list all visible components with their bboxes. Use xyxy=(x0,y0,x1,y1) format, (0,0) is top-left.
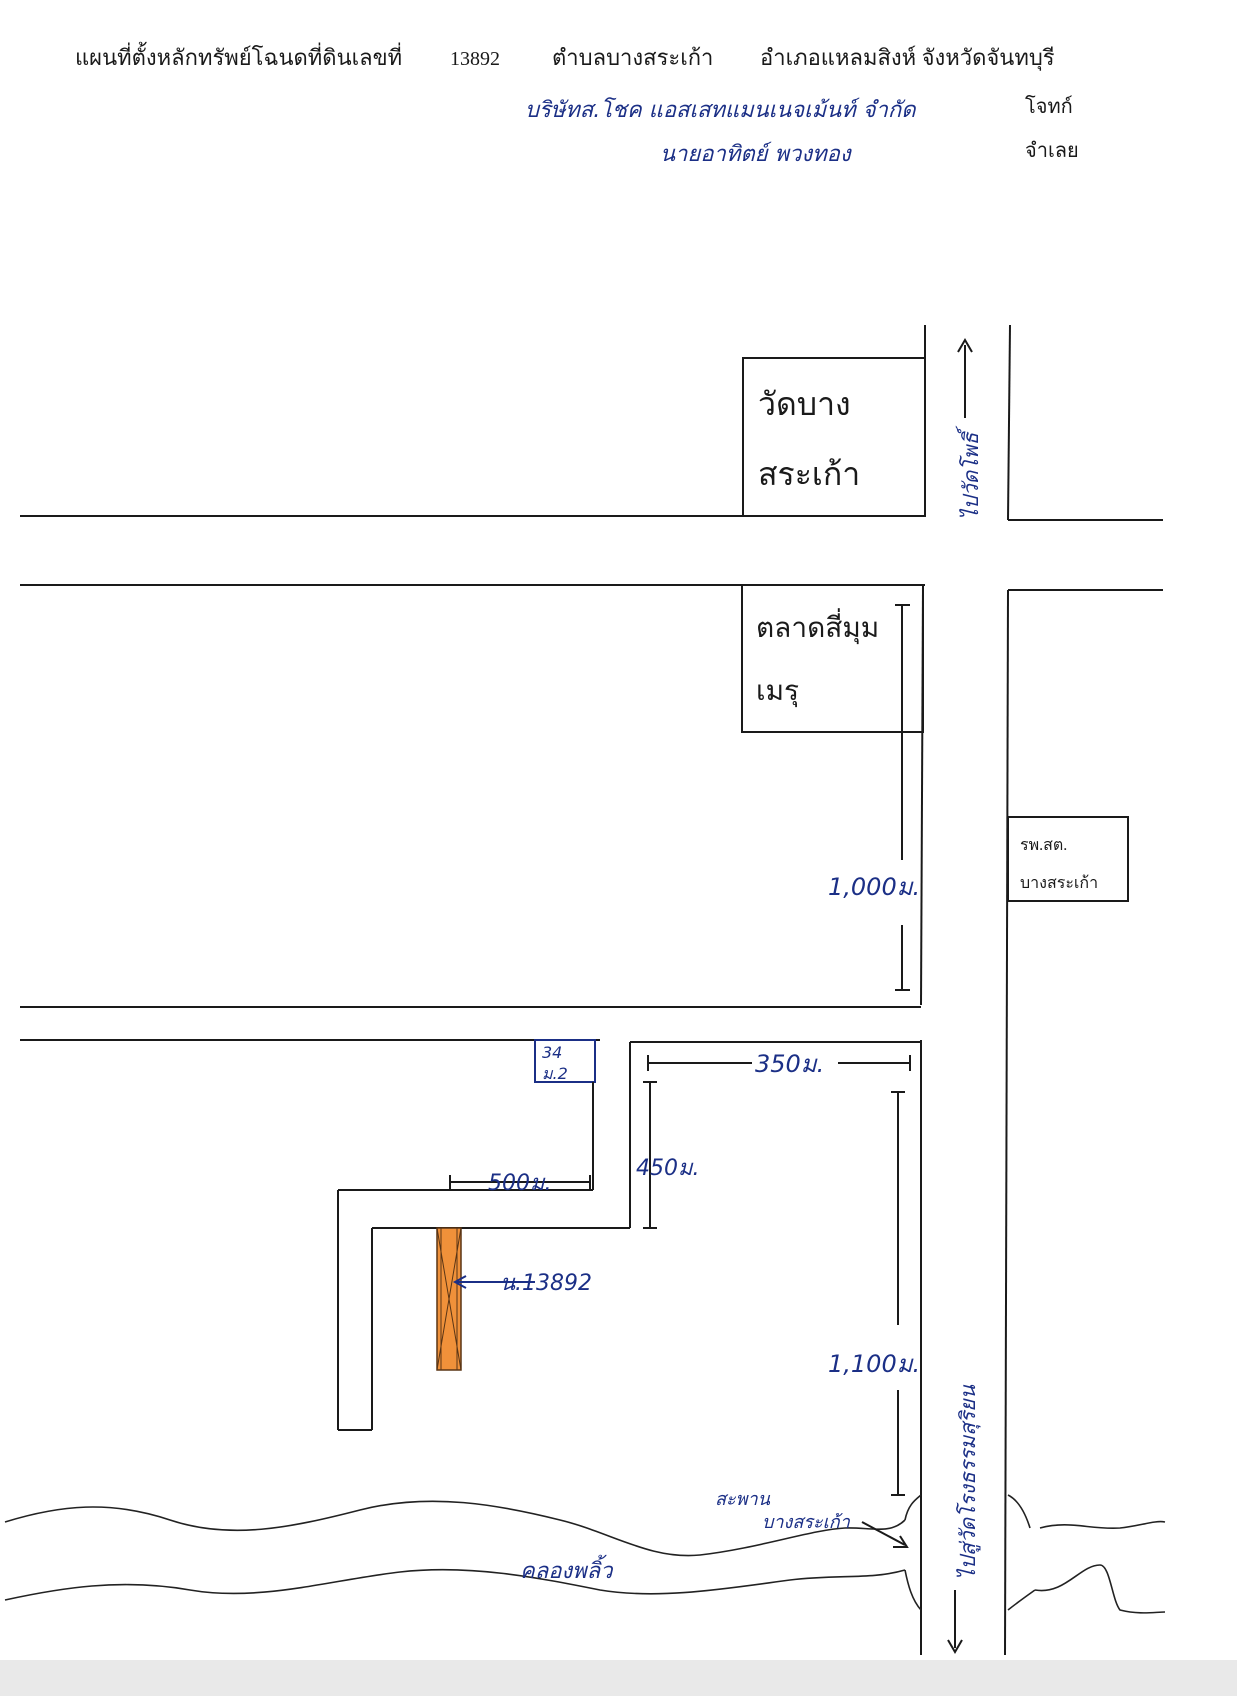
vertical-road-east-edge-north xyxy=(1007,324,1011,521)
lot-marker-box xyxy=(534,1039,596,1083)
road-south-arrow-head xyxy=(947,1639,963,1654)
canal-north-bank xyxy=(4,1500,906,1557)
lot-marker-line2: ม.2 xyxy=(542,1064,568,1083)
hospital-label-line1: รพ.สต. xyxy=(1020,837,1067,854)
bridge-pointer-line xyxy=(861,1521,906,1546)
temple-label-line1: วัดบาง xyxy=(758,385,851,423)
market-box xyxy=(741,584,924,733)
header-deed-number: 13892 xyxy=(450,48,500,70)
plaintiff-name: บริษัทส.โชค แอสเสทแมนเนจเม้นท์ จำกัด xyxy=(525,97,917,123)
lot-marker-line1: 34 xyxy=(542,1043,562,1062)
bridge-se-curve xyxy=(1007,1589,1036,1611)
dim-500-label: 500ม. xyxy=(488,1171,552,1196)
header-subdistrict: ตำบลบางสระเก้า xyxy=(552,45,713,70)
parcel-pointer-head xyxy=(452,1275,467,1289)
header-title: แผนที่ตั้งหลักทรัพย์โฉนดที่ดินเลขที่ xyxy=(75,42,402,70)
bridge-ne-curve xyxy=(1007,1494,1031,1529)
temple-label-line2: สระเก้า xyxy=(758,455,860,493)
canal-label: คลองพลิ้ว xyxy=(520,1554,614,1584)
temple-box xyxy=(742,357,926,517)
header-district-province: อำเภอแหลมสิงห์ จังหวัดจันทบุรี xyxy=(760,45,1055,71)
dim-1100-label: 1,100ม. xyxy=(828,1350,920,1378)
canal-east-south-bank xyxy=(1034,1564,1166,1614)
dim-450-label: 450ม. xyxy=(636,1156,700,1181)
road-south-label: ไปสู่วัดโรงธรรมสุริยน xyxy=(956,1384,981,1580)
market-label-line1: ตลาดสี่มุม xyxy=(756,608,879,645)
parcel-label: น.13892 xyxy=(500,1271,592,1296)
road-north-arrow-head xyxy=(957,338,973,353)
bridge-sw-curve xyxy=(904,1569,922,1611)
plaintiff-role: โจทก์ xyxy=(1025,95,1073,118)
bridge-nw-curve xyxy=(904,1494,922,1521)
defendant-name: นายอาทิตย์ พวงทอง xyxy=(660,141,853,167)
hospital-label-line2: บางสระเก้า xyxy=(1020,874,1098,892)
bridge-label-line1: สะพาน xyxy=(715,1489,771,1510)
vertical-road-east-edge xyxy=(1004,589,1009,1656)
hospital-box xyxy=(1007,816,1129,902)
market-label-line2: เมรุ xyxy=(756,674,799,708)
dim-1000-label: 1,000ม. xyxy=(828,873,920,901)
land-parcel-hatch xyxy=(436,1227,462,1371)
road-north-label: ไปวัดโพธิ์ xyxy=(955,426,983,520)
paper-bottom-edge xyxy=(0,1660,1237,1696)
defendant-role: จำเลย xyxy=(1025,140,1079,162)
bridge-pointer-head xyxy=(893,1535,909,1548)
dim-350-label: 350ม. xyxy=(755,1050,824,1078)
canal-south-bank xyxy=(4,1568,906,1601)
bridge-label-line2: บางสระเก้า xyxy=(762,1512,851,1533)
canal-east-north-bank xyxy=(1039,1520,1166,1530)
